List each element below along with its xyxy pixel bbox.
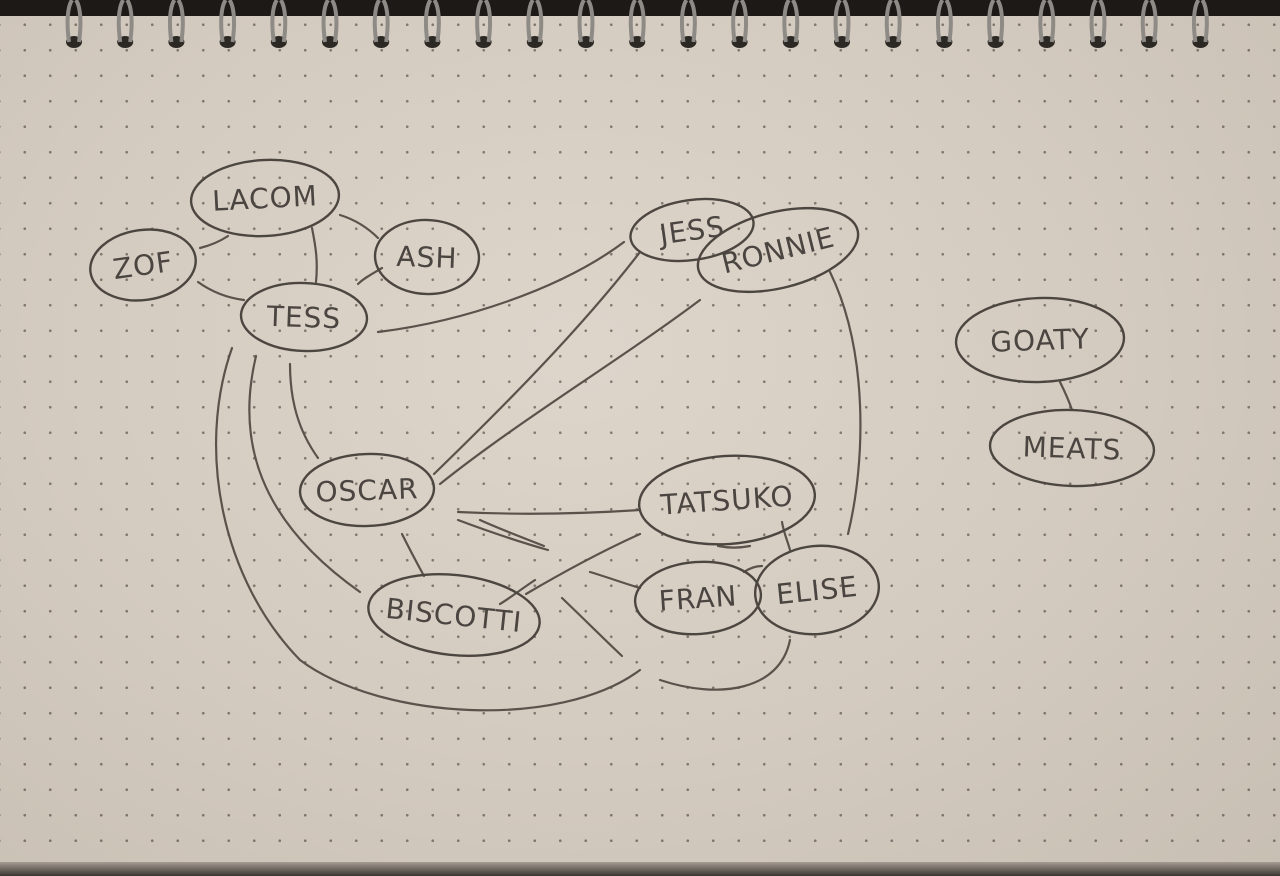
- binding-ring: [321, 0, 339, 43]
- node-label: RONNIE: [718, 221, 838, 281]
- edge-tess-jess: [376, 240, 626, 334]
- spiral-binding: [0, 0, 1280, 48]
- node-ellipse: [633, 560, 763, 636]
- edge-oscar-biscotti: [400, 532, 426, 578]
- node-label: OSCAR: [315, 472, 419, 509]
- node-fran: FRAN: [633, 560, 763, 636]
- binding-ring: [475, 0, 493, 43]
- edge-goaty-meats: [1058, 380, 1074, 412]
- edge-zof-lacom: [198, 234, 230, 250]
- edge-oscar-fran: [456, 518, 550, 552]
- binding-ring: [1089, 0, 1107, 43]
- node-ash: ASH: [373, 218, 481, 296]
- node-ellipse: [753, 544, 881, 636]
- binding-ring: [1038, 0, 1056, 43]
- binding-ring: [65, 0, 83, 43]
- node-label: LACOM: [211, 179, 318, 217]
- edge-tess-biscotti: [248, 354, 362, 594]
- node-ellipse: [954, 296, 1126, 384]
- stray-stroke: [742, 564, 764, 574]
- node-tatsuko: TATSUKO: [637, 454, 817, 546]
- node-tess: TESS: [239, 281, 369, 353]
- edge-tatsuko-elise: [780, 520, 792, 552]
- edge-oscar-tatsuko: [456, 508, 642, 515]
- node-label: ASH: [396, 240, 458, 275]
- edge-biscotti-fran: [560, 596, 624, 658]
- node-oscar: OSCAR: [298, 452, 436, 528]
- edges-layer: [196, 213, 1074, 712]
- binding-ring: [423, 0, 441, 43]
- node-label: MEATS: [1022, 430, 1122, 466]
- edge-zof-tess: [196, 280, 246, 302]
- edge-tess-oscar: [288, 362, 320, 460]
- binding-ring: [782, 0, 800, 43]
- binding-ring: [935, 0, 953, 43]
- node-ellipse: [189, 158, 341, 238]
- page-bottom-edge: [0, 862, 1280, 876]
- node-lacom: LACOM: [189, 158, 341, 238]
- binding-ring: [833, 0, 851, 43]
- node-label: ELISE: [775, 570, 860, 611]
- edge-ronnie-elise: [828, 270, 862, 536]
- node-ellipse: [988, 408, 1156, 488]
- edge-jess-oscar: [432, 250, 642, 476]
- binding-ring: [577, 0, 595, 43]
- node-ellipse: [367, 573, 541, 657]
- binding-ring: [526, 0, 544, 43]
- node-label: JESS: [655, 210, 726, 252]
- binding-ring: [731, 0, 749, 43]
- edge-tatsuko-fran: [716, 544, 752, 549]
- binding-ring: [628, 0, 646, 43]
- stray-stroke: [588, 570, 642, 590]
- edge-tess-fran: [215, 346, 642, 712]
- node-ellipse: [637, 454, 817, 546]
- node-biscotti: BISCOTTI: [367, 573, 541, 657]
- binding-ring: [372, 0, 390, 43]
- edge-biscotti-tatsuko: [524, 532, 642, 596]
- node-ellipse: [298, 452, 436, 528]
- node-elise: ELISE: [753, 544, 881, 636]
- node-ellipse: [696, 206, 860, 294]
- edge-lacom-ash: [338, 213, 380, 240]
- binding-ring: [679, 0, 697, 43]
- node-ellipse: [239, 281, 369, 353]
- binding-ring: [116, 0, 134, 43]
- node-label: FRAN: [658, 579, 739, 617]
- binding-ring: [167, 0, 185, 43]
- node-ellipse: [89, 228, 197, 302]
- edge-ronnie-oscar: [438, 298, 702, 486]
- node-label: TATSUKO: [658, 479, 794, 521]
- node-label: ZOF: [111, 245, 175, 286]
- node-zof: ZOF: [89, 228, 197, 302]
- node-ellipse: [629, 197, 755, 263]
- binding-ring: [1140, 0, 1158, 43]
- edge-lacom-tess: [310, 226, 318, 284]
- node-label: BISCOTTI: [384, 592, 524, 639]
- node-goaty: GOATY: [954, 296, 1126, 384]
- node-label: TESS: [265, 300, 341, 336]
- binding-ring: [987, 0, 1005, 43]
- node-label: GOATY: [990, 322, 1091, 358]
- node-ellipse: [373, 218, 481, 296]
- binding-ring: [219, 0, 237, 43]
- node-meats: MEATS: [988, 408, 1156, 488]
- binding-shadow: [0, 0, 1280, 16]
- binding-ring: [1191, 0, 1209, 43]
- binding-ring: [270, 0, 288, 43]
- edge-fran-elise: [658, 638, 792, 691]
- stray-stroke: [478, 518, 546, 548]
- binding-ring: [884, 0, 902, 43]
